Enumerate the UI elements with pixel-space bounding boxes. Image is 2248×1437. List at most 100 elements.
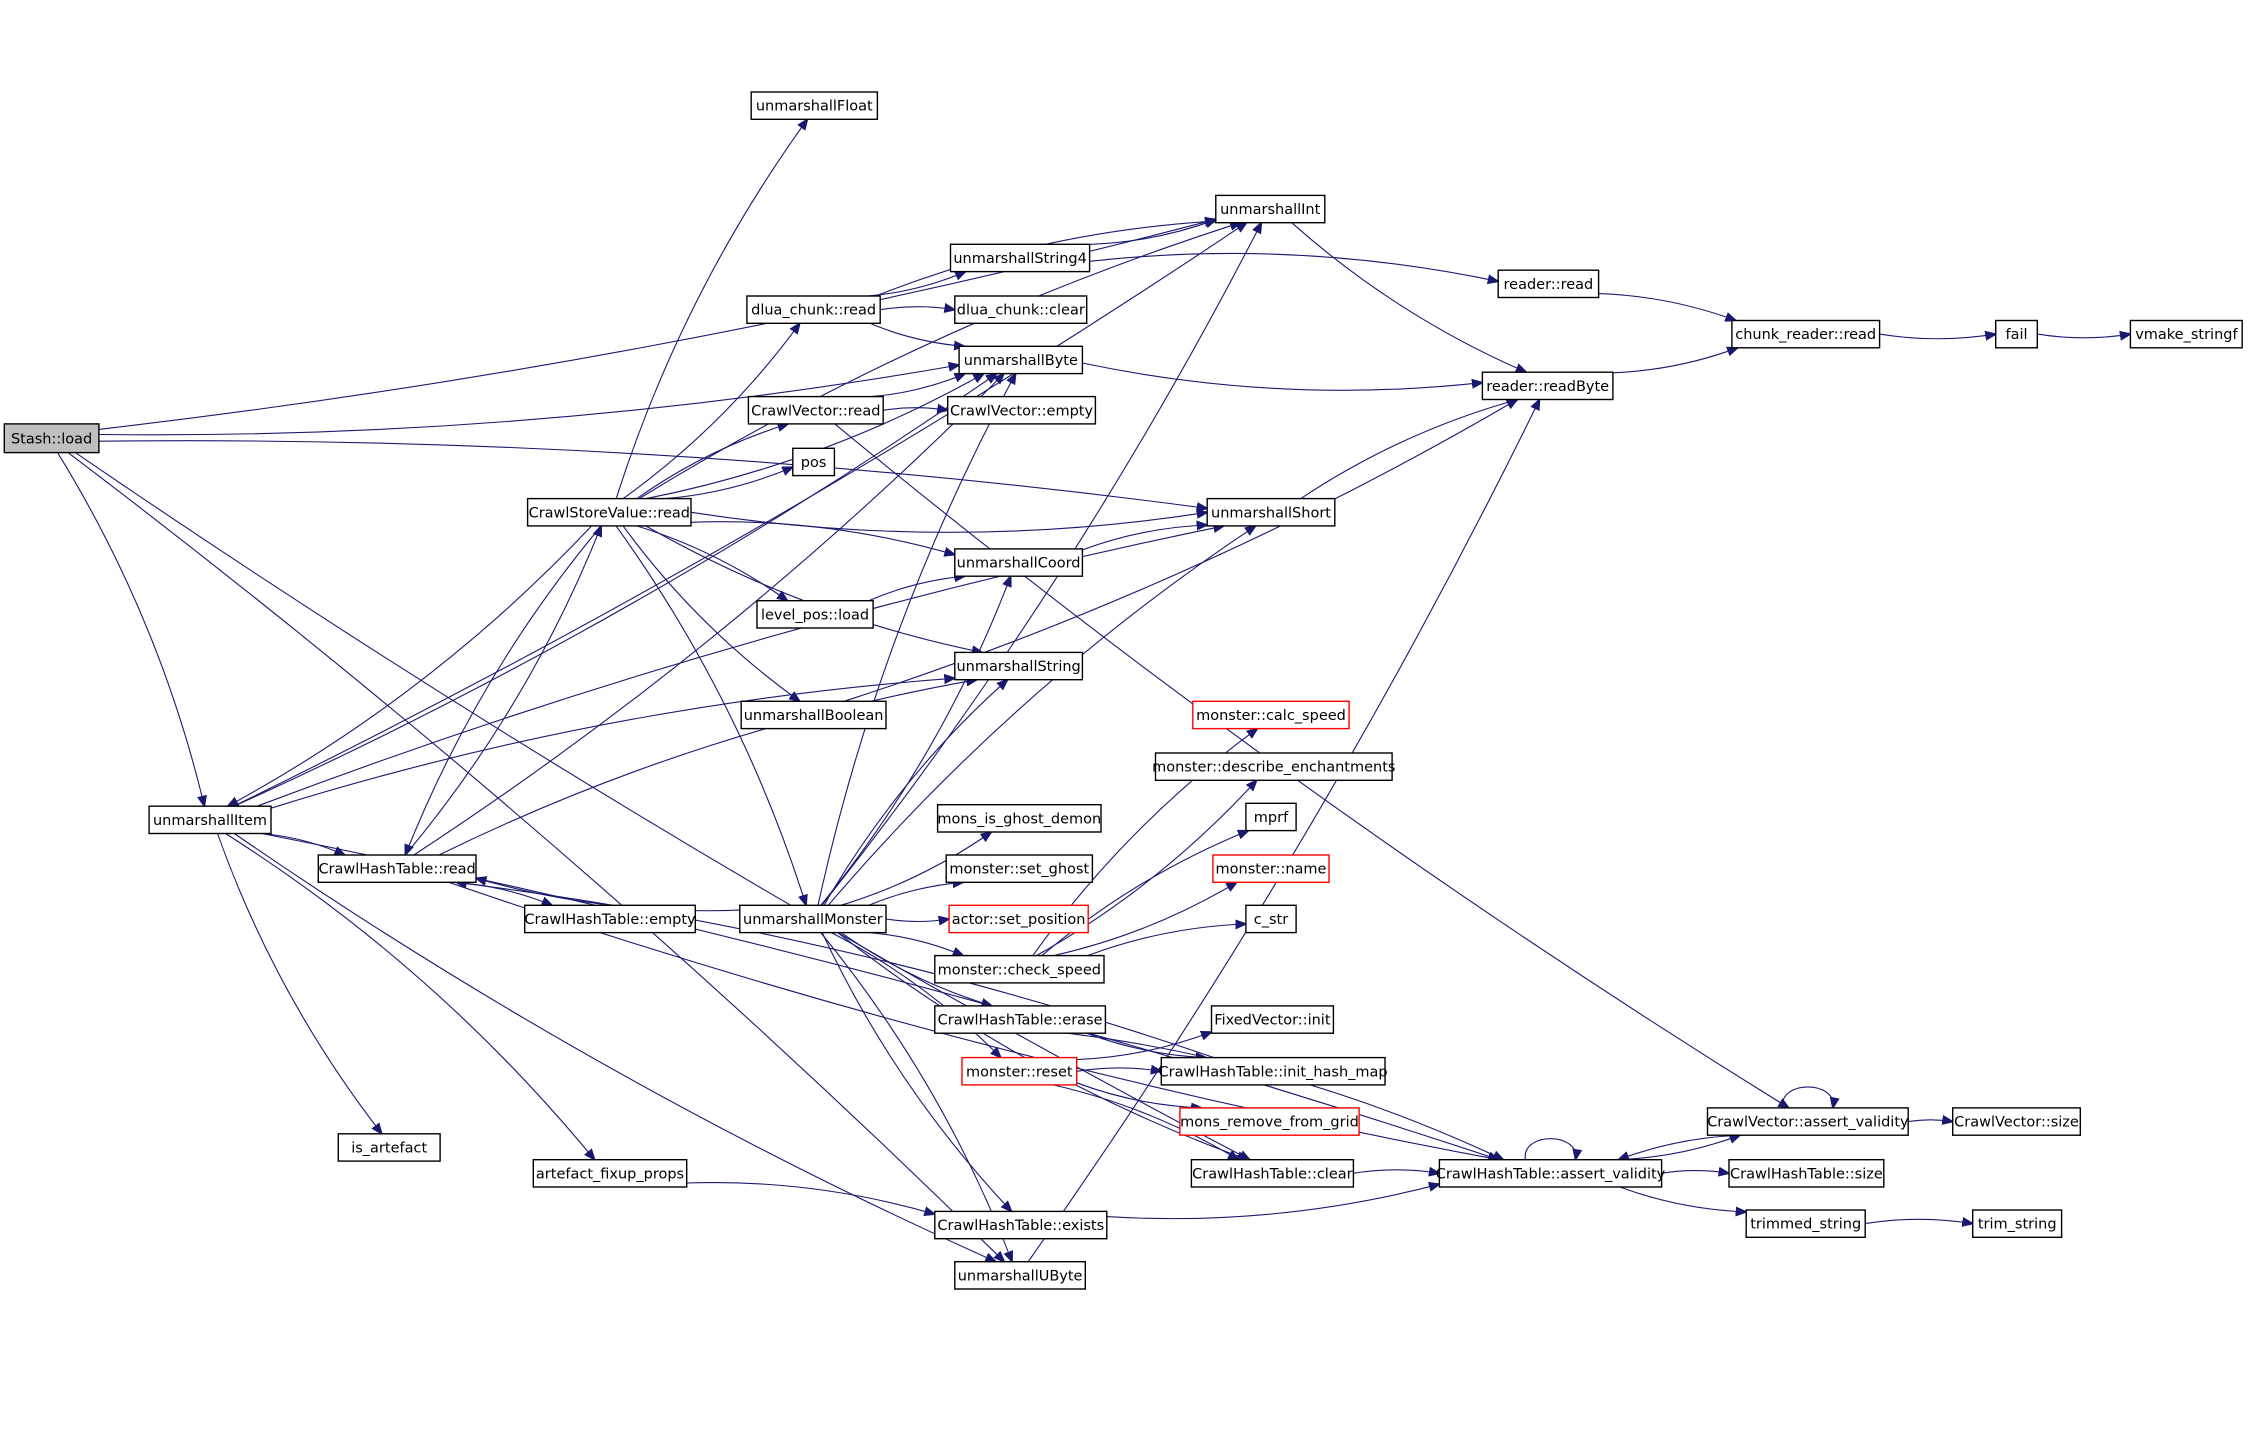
- edge-unmarshallMonster-to-unmarshallShort: [827, 526, 1255, 906]
- edge-level_pos_load-to-unmarshallCoord: [868, 576, 965, 602]
- node-vmake_stringf[interactable]: vmake_stringf: [2129, 319, 2243, 349]
- node-crawlHashTable_empty[interactable]: CrawlHashTable::empty: [524, 904, 697, 934]
- edge-stash_load-to-unmarshallUByte: [67, 452, 1004, 1262]
- node-box: [1731, 319, 1881, 349]
- node-level_pos_load[interactable]: level_pos::load: [756, 600, 874, 629]
- node-box: [792, 447, 836, 477]
- node-trim_string[interactable]: trim_string: [1971, 1209, 2063, 1238]
- edge-crawlHashTable_assert_validity-to-crawlHashTable_size: [1661, 1171, 1729, 1174]
- edge-unmarshallMonster-to-unmarshallString: [823, 680, 1008, 906]
- node-unmarshallMonster[interactable]: unmarshallMonster: [739, 904, 887, 934]
- node-box: [945, 854, 1094, 883]
- node-label: trim_string: [1978, 1217, 2057, 1233]
- node-label: unmarshallByte: [964, 353, 1078, 369]
- node-monster_name[interactable]: monster::name: [1212, 854, 1330, 883]
- node-unmarshallByte[interactable]: unmarshallByte: [958, 345, 1084, 375]
- node-c_str[interactable]: c_str: [1245, 904, 1297, 934]
- node-monster_calc_speed[interactable]: monster::calc_speed: [1192, 700, 1350, 730]
- edge-crawlHashTable_assert_validity-to-trimmed_string: [1619, 1186, 1746, 1212]
- edge-unmarshallString4-to-unmarshallInt: [1089, 220, 1216, 245]
- node-unmarshallBoolean[interactable]: unmarshallBoolean: [740, 700, 887, 730]
- node-box: [756, 600, 874, 629]
- node-monster_describe_enchantments[interactable]: monster::describe_enchantments: [1152, 752, 1395, 781]
- node-crawlHashTable_init_hash_map[interactable]: CrawlHashTable::init_hash_map: [1159, 1056, 1388, 1086]
- edge-unmarshallMonster-to-actor_set_position: [885, 919, 949, 922]
- node-actor_set_position[interactable]: actor::set_position: [948, 904, 1089, 934]
- node-unmarshallFloat[interactable]: unmarshallFloat: [750, 91, 879, 120]
- edge-crawlStoreValue_read-to-crawlVector_read: [636, 424, 788, 500]
- edge-crawlStoreValue_read-to-unmarshallString: [645, 525, 983, 653]
- edge-crawlVector_assert_validity-to-crawlHashTable_assert_validity: [1618, 1134, 1741, 1160]
- node-crawlHashTable_read[interactable]: CrawlHashTable::read: [317, 854, 477, 883]
- node-trimmed_string[interactable]: trimmed_string: [1745, 1209, 1866, 1238]
- edge-crawlHashTable_clear-to-crawlHashTable_assert_validity: [1353, 1170, 1439, 1173]
- node-stash_load[interactable]: Stash::load: [3, 423, 100, 454]
- node-crawlHashTable_size[interactable]: CrawlHashTable::size: [1728, 1158, 1885, 1188]
- node-label: trimmed_string: [1750, 1217, 1861, 1233]
- node-fixedVector_init[interactable]: FixedVector::init: [1210, 1005, 1335, 1034]
- node-crawlVector_size[interactable]: CrawlVector::size: [1951, 1107, 2081, 1136]
- node-unmarshallShort[interactable]: unmarshallShort: [1206, 497, 1336, 527]
- node-is_artefact[interactable]: is_artefact: [337, 1133, 441, 1162]
- node-monster_reset[interactable]: monster::reset: [961, 1056, 1078, 1086]
- node-reader_readByte[interactable]: reader::readByte: [1481, 371, 1614, 401]
- node-reader_read[interactable]: reader::read: [1497, 269, 1600, 299]
- edge-unmarshallMonster-to-monster_check_speed: [868, 932, 963, 956]
- node-unmarshallString4[interactable]: unmarshallString4: [949, 243, 1091, 273]
- node-unmarshallString[interactable]: unmarshallString: [954, 651, 1084, 681]
- node-unmarshallItem[interactable]: unmarshallItem: [148, 805, 272, 835]
- node-mprf[interactable]: mprf: [1245, 802, 1297, 832]
- node-label: CrawlVector::assert_validity: [1707, 1115, 1909, 1131]
- node-crawlVector_assert_validity[interactable]: CrawlVector::assert_validity: [1706, 1107, 1909, 1136]
- node-box: [954, 548, 1084, 577]
- node-unmarshallUByte[interactable]: unmarshallUByte: [954, 1260, 1086, 1290]
- node-box: [1706, 1107, 1909, 1136]
- node-box: [1210, 1005, 1335, 1034]
- edge-crawlVector_read-to-crawlVector_assert_validity: [834, 423, 1789, 1108]
- node-label: pos: [801, 455, 827, 471]
- node-label: monster::set_ghost: [949, 862, 1089, 878]
- node-artefact_fixup_props[interactable]: artefact_fixup_props: [532, 1158, 688, 1188]
- node-unmarshallCoord[interactable]: unmarshallCoord: [954, 548, 1084, 577]
- node-crawlVector_empty[interactable]: CrawlVector::empty: [947, 395, 1097, 425]
- node-box: [524, 904, 697, 934]
- node-label: CrawlHashTable::clear: [1192, 1166, 1352, 1182]
- node-crawlStoreValue_read[interactable]: CrawlStoreValue::read: [526, 497, 692, 527]
- node-crawlHashTable_clear[interactable]: CrawlHashTable::clear: [1190, 1158, 1355, 1188]
- node-pos[interactable]: pos: [792, 447, 836, 477]
- node-crawlHashTable_assert_validity[interactable]: CrawlHashTable::assert_validity: [1436, 1158, 1666, 1188]
- edge-unmarshallInt-to-reader_readByte: [1291, 222, 1527, 373]
- node-box: [740, 700, 887, 730]
- node-dlua_chunk_clear[interactable]: dlua_chunk::clear: [954, 295, 1088, 324]
- node-dlua_chunk_read[interactable]: dlua_chunk::read: [746, 295, 881, 324]
- node-fail[interactable]: fail: [1994, 319, 2038, 349]
- edge-crawlStoreValue_read-to-unmarshallCoord: [690, 521, 955, 555]
- node-label: monster::reset: [966, 1064, 1073, 1080]
- node-mons_remove_from_grid[interactable]: mons_remove_from_grid: [1179, 1107, 1360, 1136]
- node-label: CrawlStoreValue::read: [529, 505, 690, 521]
- node-crawlHashTable_exists[interactable]: CrawlHashTable::exists: [934, 1210, 1108, 1240]
- edge-crawlVector_assert_validity-to-crawlVector_assert_validity: [1782, 1086, 1834, 1108]
- node-monster_check_speed[interactable]: monster::check_speed: [934, 954, 1105, 984]
- edge-crawlStoreValue_read-to-dlua_chunk_read: [622, 323, 800, 500]
- node-crawlHashTable_erase[interactable]: CrawlHashTable::erase: [934, 1005, 1107, 1034]
- node-chunk_reader_read[interactable]: chunk_reader::read: [1731, 319, 1881, 349]
- node-crawlVector_read[interactable]: CrawlVector::read: [747, 395, 884, 425]
- nodes-layer: Stash::loadunmarshallItemCrawlHashTable:…: [3, 91, 2243, 1290]
- edge-crawlVector_assert_validity-to-crawlVector_size: [1908, 1120, 1953, 1122]
- node-label: monster::calc_speed: [1196, 708, 1346, 724]
- node-monster_set_ghost[interactable]: monster::set_ghost: [945, 854, 1094, 883]
- node-box: [739, 904, 887, 934]
- node-label: vmake_stringf: [2135, 327, 2238, 343]
- node-box: [1745, 1209, 1866, 1238]
- node-label: chunk_reader::read: [1735, 327, 1876, 343]
- edge-unmarshallItem-to-unmarshallByte: [233, 374, 997, 807]
- node-box: [1160, 1056, 1386, 1086]
- node-unmarshallInt[interactable]: unmarshallInt: [1215, 194, 1326, 224]
- node-box: [1206, 497, 1336, 527]
- node-box: [148, 805, 272, 835]
- edge-stash_load-to-unmarshallByte: [98, 365, 959, 436]
- node-box: [1951, 1107, 2081, 1136]
- edge-unmarshallItem-to-artefact_fixup_props: [225, 833, 595, 1160]
- node-mons_is_ghost_demon[interactable]: mons_is_ghost_demon: [936, 804, 1102, 833]
